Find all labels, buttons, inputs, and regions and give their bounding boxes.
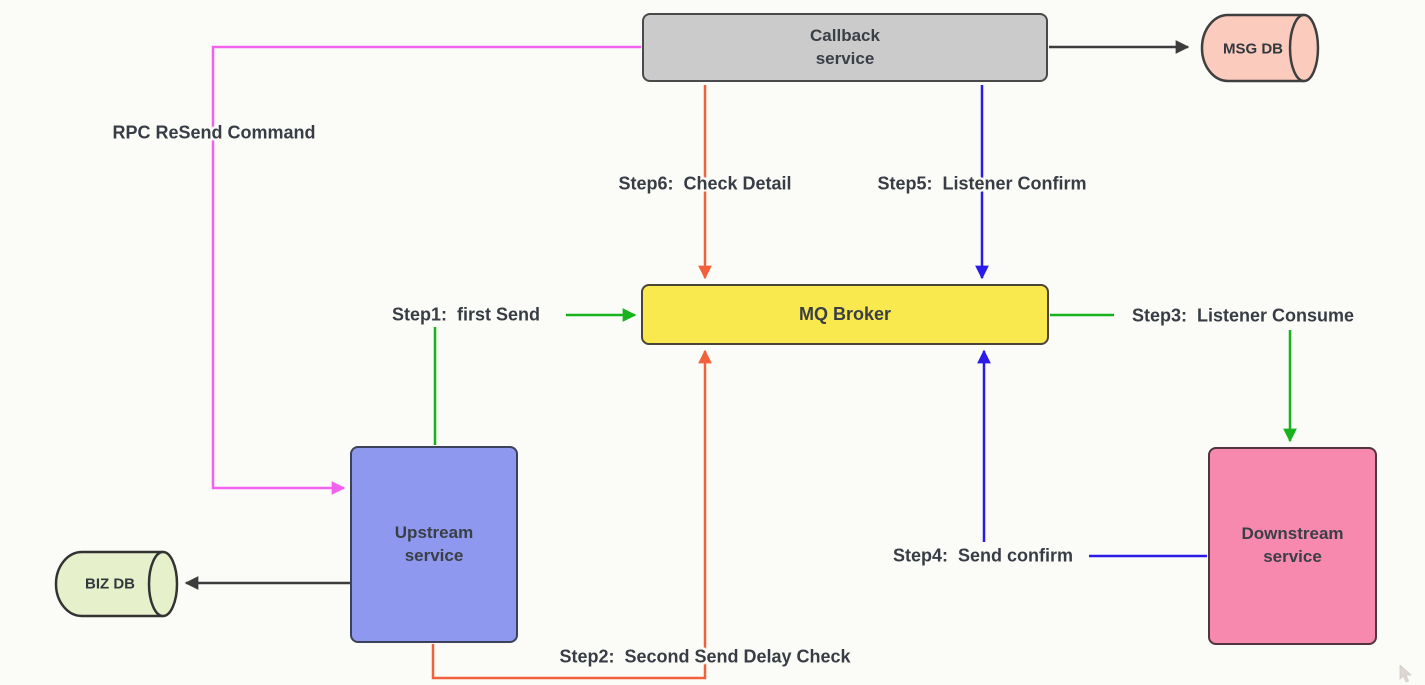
node-msg-db-label: MSG DB — [1223, 40, 1283, 58]
node-upstream-label-line2: service — [404, 545, 464, 565]
node-downstream-service: Downstream service — [1208, 447, 1377, 645]
node-upstream-service: Upstream service — [350, 446, 518, 643]
node-callback-service: Callback service — [642, 13, 1048, 82]
arrow-step2-second-send-delay-check — [431, 349, 712, 680]
edge-label-step5: Step5: Listener Confirm — [877, 173, 1087, 194]
edge-label-step1: Step1: first Send — [391, 304, 541, 325]
msgdb-cylinder-body — [1200, 13, 1304, 83]
bizdb-cylinder-cap — [147, 550, 179, 618]
node-biz-db-label: BIZ DB — [85, 575, 135, 593]
node-callback-label-line1: Callback — [810, 25, 880, 45]
edge-label-step3: Step3: Listener Consume — [1131, 305, 1355, 326]
msgdb-cylinder-cap — [1288, 13, 1320, 83]
node-biz-db-cylinder — [54, 550, 179, 618]
edge-label-step6: Step6: Check Detail — [618, 173, 792, 194]
node-callback-label-line2: service — [815, 48, 875, 68]
node-upstream-label-line1: Upstream — [394, 522, 474, 542]
bizdb-cylinder-body — [54, 550, 163, 618]
arrow-rpc-resend-command — [211, 45, 641, 495]
edge-label-step4: Step4: Send confirm — [892, 545, 1074, 566]
node-downstream-label-line2: service — [1263, 547, 1322, 566]
node-msg-db-cylinder — [1200, 13, 1320, 83]
edge-label-step2: Step2: Second Send Delay Check — [559, 646, 851, 667]
edge-label-rpc-resend-command: RPC ReSend Command — [112, 122, 316, 143]
node-mq-broker: MQ Broker — [641, 284, 1049, 345]
node-downstream-label-line1: Downstream — [1241, 524, 1344, 544]
mouse-cursor-icon — [1399, 665, 1413, 683]
node-mq-label: MQ Broker — [798, 304, 892, 325]
